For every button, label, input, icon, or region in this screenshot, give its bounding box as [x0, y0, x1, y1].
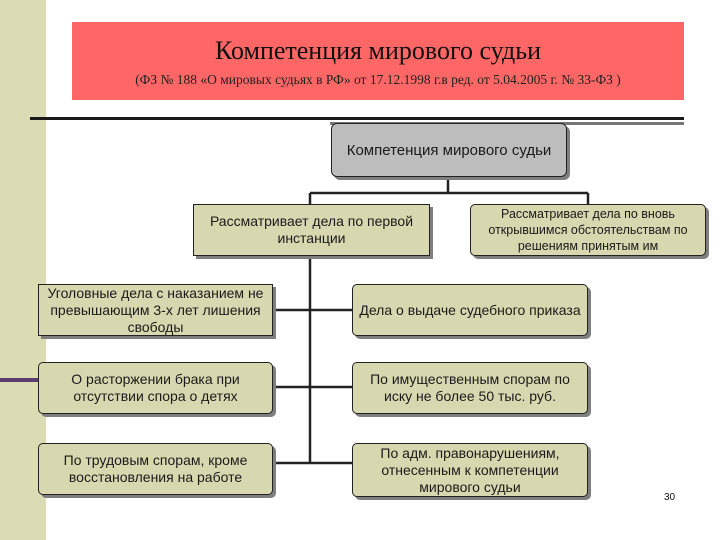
- divider-dark: [30, 117, 684, 120]
- item-divorce: О расторжении брака при отсутствии спора…: [38, 362, 273, 414]
- branch-first-instance: Рассматривает дела по первой инстанции: [193, 204, 430, 256]
- item-labor-disputes: По трудовым спорам, кроме восстановления…: [38, 443, 273, 495]
- item-admin-offenses: По адм. правонарушениям, отнесенным к ко…: [352, 443, 588, 497]
- root-node: Компетенция мирового судьи: [331, 123, 567, 177]
- left-accent-bar: [0, 378, 46, 382]
- item-property-disputes: По имущественным спорам по иску не более…: [352, 362, 588, 414]
- page-number: 30: [664, 492, 676, 503]
- item-criminal-cases: Уголовные дела с наказанием не превышающ…: [38, 284, 273, 336]
- title-banner: Компетенция мирового судьи (ФЗ № 188 «О …: [72, 22, 684, 100]
- page-subtitle: (ФЗ № 188 «О мировых судьях в РФ» от 17.…: [135, 72, 621, 87]
- item-court-order: Дела о выдаче судебного приказа: [352, 284, 588, 336]
- branch-new-circumstances: Рассматривает дела по вновь открывшимся …: [470, 204, 706, 256]
- page-title: Компетенция мирового судьи: [214, 36, 542, 65]
